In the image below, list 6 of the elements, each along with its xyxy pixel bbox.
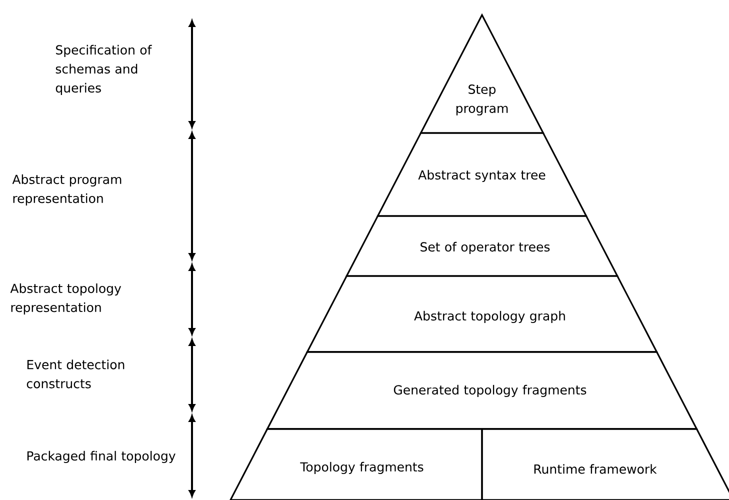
range-label: Packaged final topology — [27, 450, 176, 464]
range-label: Specification of schemas and queries — [56, 44, 152, 96]
range-label: Abstract program representation — [12, 174, 122, 206]
range-label: Abstract topology representation — [10, 283, 122, 315]
range-label: Event detection constructs — [26, 360, 124, 388]
pyramid-layer: Runtime framework — [481, 428, 729, 500]
